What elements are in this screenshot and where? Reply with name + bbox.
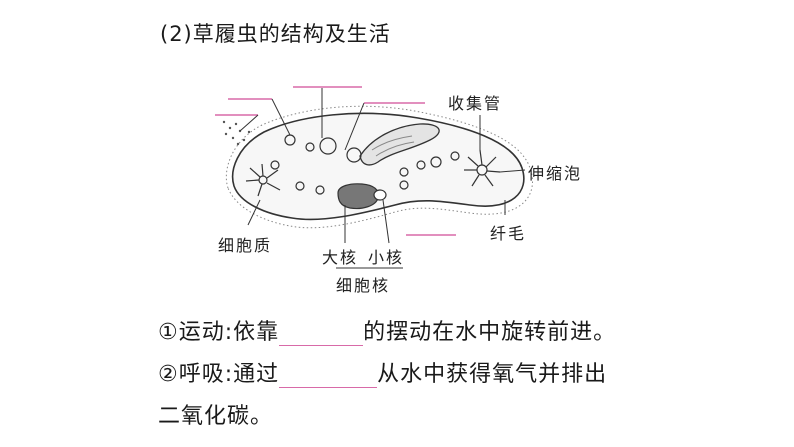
- food-vacuole: [346, 147, 362, 163]
- label-cilia: 纤毛: [490, 224, 527, 243]
- answer-blank-1[interactable]: [279, 319, 364, 346]
- contractile-vacuole-left: [245, 163, 281, 197]
- q1-prefix: ①运动:依靠: [158, 320, 280, 345]
- paramecium-body: [231, 112, 525, 221]
- section-title: (2)草履虫的结构及生活: [160, 22, 391, 46]
- label-macronucleus: 大核: [322, 248, 359, 267]
- label-contractile-vacuole: 伸缩泡: [528, 164, 583, 183]
- food-vacuole: [450, 151, 460, 161]
- question-2: ②呼吸:通过 从水中获得氧气并排出: [158, 356, 607, 388]
- question-2-continued: 二氧化碳。: [158, 404, 274, 429]
- food-vacuole: [295, 181, 305, 191]
- label-nucleus: 细胞核: [336, 276, 391, 295]
- food-vacuole: [416, 160, 426, 170]
- label-cytoplasm: 细胞质: [218, 236, 273, 255]
- food-particles: [222, 120, 251, 146]
- food-vacuole: [315, 185, 325, 195]
- food-vacuole: [430, 156, 442, 168]
- macronucleus: [337, 183, 379, 210]
- answer-blank-2[interactable]: [279, 361, 378, 388]
- q2-prefix: ②呼吸:通过: [158, 362, 280, 387]
- oral-groove: [359, 123, 440, 166]
- q1-suffix: 的摆动在水中旋转前进。: [363, 320, 617, 345]
- contractile-vacuole-right: [464, 149, 501, 187]
- label-collecting-tube: 收集管: [448, 94, 503, 113]
- q2-suffix: 从水中获得氧气并排出: [377, 362, 608, 387]
- food-vacuole: [399, 167, 409, 177]
- food-vacuole: [270, 160, 280, 170]
- question-1: ①运动:依靠 的摆动在水中旋转前进。: [158, 314, 616, 346]
- food-vacuole: [319, 137, 337, 155]
- cilia-outline: [225, 105, 533, 229]
- micronucleus: [373, 189, 387, 201]
- label-micronucleus: 小核: [368, 248, 405, 267]
- food-vacuole: [399, 180, 409, 190]
- food-vacuole: [305, 142, 315, 152]
